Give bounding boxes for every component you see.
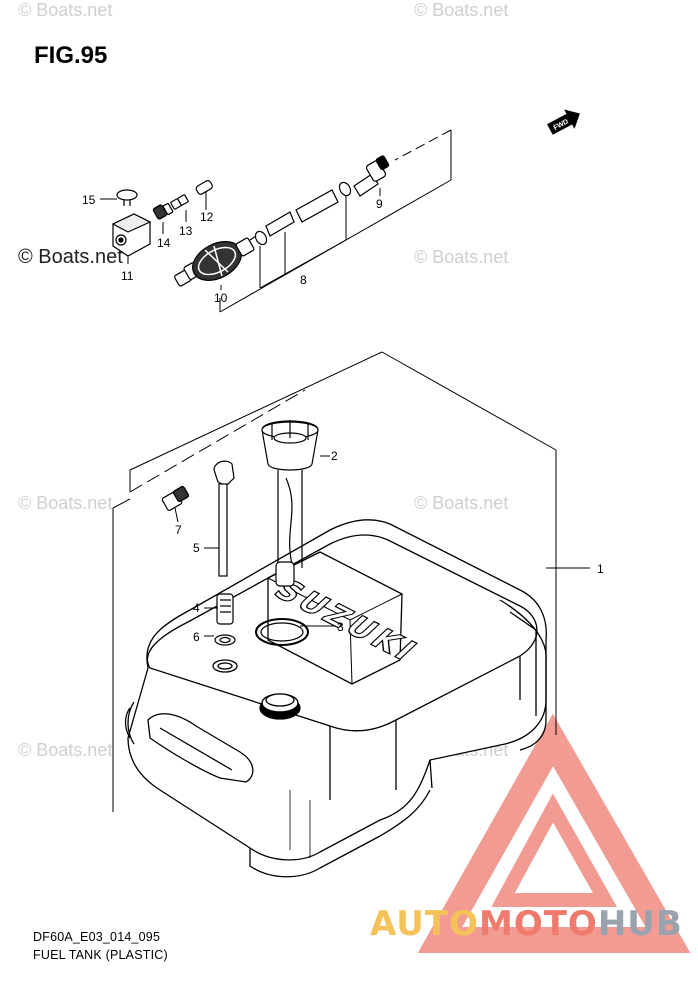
- watermark: © Boats.net: [18, 740, 113, 760]
- primer-bulb: [174, 237, 255, 287]
- hose-assembly-frame: [219, 129, 452, 313]
- fuel-pickup: [213, 460, 236, 646]
- logo-part-hub: HUB: [597, 904, 683, 944]
- callout-5: 5: [193, 541, 200, 555]
- tank-fitting: [161, 485, 190, 511]
- callout-8: 8: [300, 273, 307, 287]
- watermark: © Boats.net: [414, 493, 509, 513]
- automotohub-logo-triangle: [417, 713, 691, 953]
- fuel-tank: [124, 519, 547, 878]
- leader-lines: [100, 188, 590, 637]
- connector-parts: [111, 180, 213, 257]
- callout-14: 14: [157, 236, 171, 250]
- watermark: © Boats.net: [414, 247, 509, 267]
- callout-13: 13: [179, 224, 193, 238]
- logo-part-moto: MOTO: [478, 904, 598, 944]
- watermark: © Boats.net: [18, 0, 113, 20]
- fuel-hose: [249, 189, 339, 241]
- watermark: © Boats.net: [18, 493, 113, 513]
- callout-4: 4: [193, 601, 200, 615]
- callout-labels: 1 2 3 4 5 6 7 8 9 10 11 12 13 14 15: [82, 193, 604, 644]
- tank-assembly-frame: [112, 351, 557, 812]
- watermark: © Boats.net: [414, 0, 509, 20]
- fwd-arrow-icon: FWD: [547, 109, 580, 135]
- callout-6: 6: [193, 630, 200, 644]
- figure-title: FIG.95: [34, 42, 108, 69]
- logo-part-auto: AUTO: [370, 904, 479, 944]
- callout-3: 3: [337, 620, 344, 634]
- callout-12: 12: [200, 210, 214, 224]
- callout-10: 10: [214, 291, 228, 305]
- callout-15: 15: [82, 193, 96, 207]
- automotohub-logo: AUTOMOTOHUB: [370, 904, 683, 944]
- figure-code: DF60A_E03_014_095: [33, 930, 161, 944]
- hose-connector: [338, 155, 390, 197]
- callout-11: 11: [121, 269, 134, 283]
- fuel-gauge: [255, 420, 319, 646]
- figure-caption: FUEL TANK (PLASTIC): [33, 948, 168, 962]
- callout-9: 9: [376, 197, 383, 211]
- callout-2: 2: [331, 449, 338, 463]
- hose-clip: [254, 230, 268, 246]
- callout-1: 1: [597, 562, 604, 576]
- callout-7: 7: [175, 523, 182, 537]
- watermark-prominent: © Boats.net: [18, 246, 123, 268]
